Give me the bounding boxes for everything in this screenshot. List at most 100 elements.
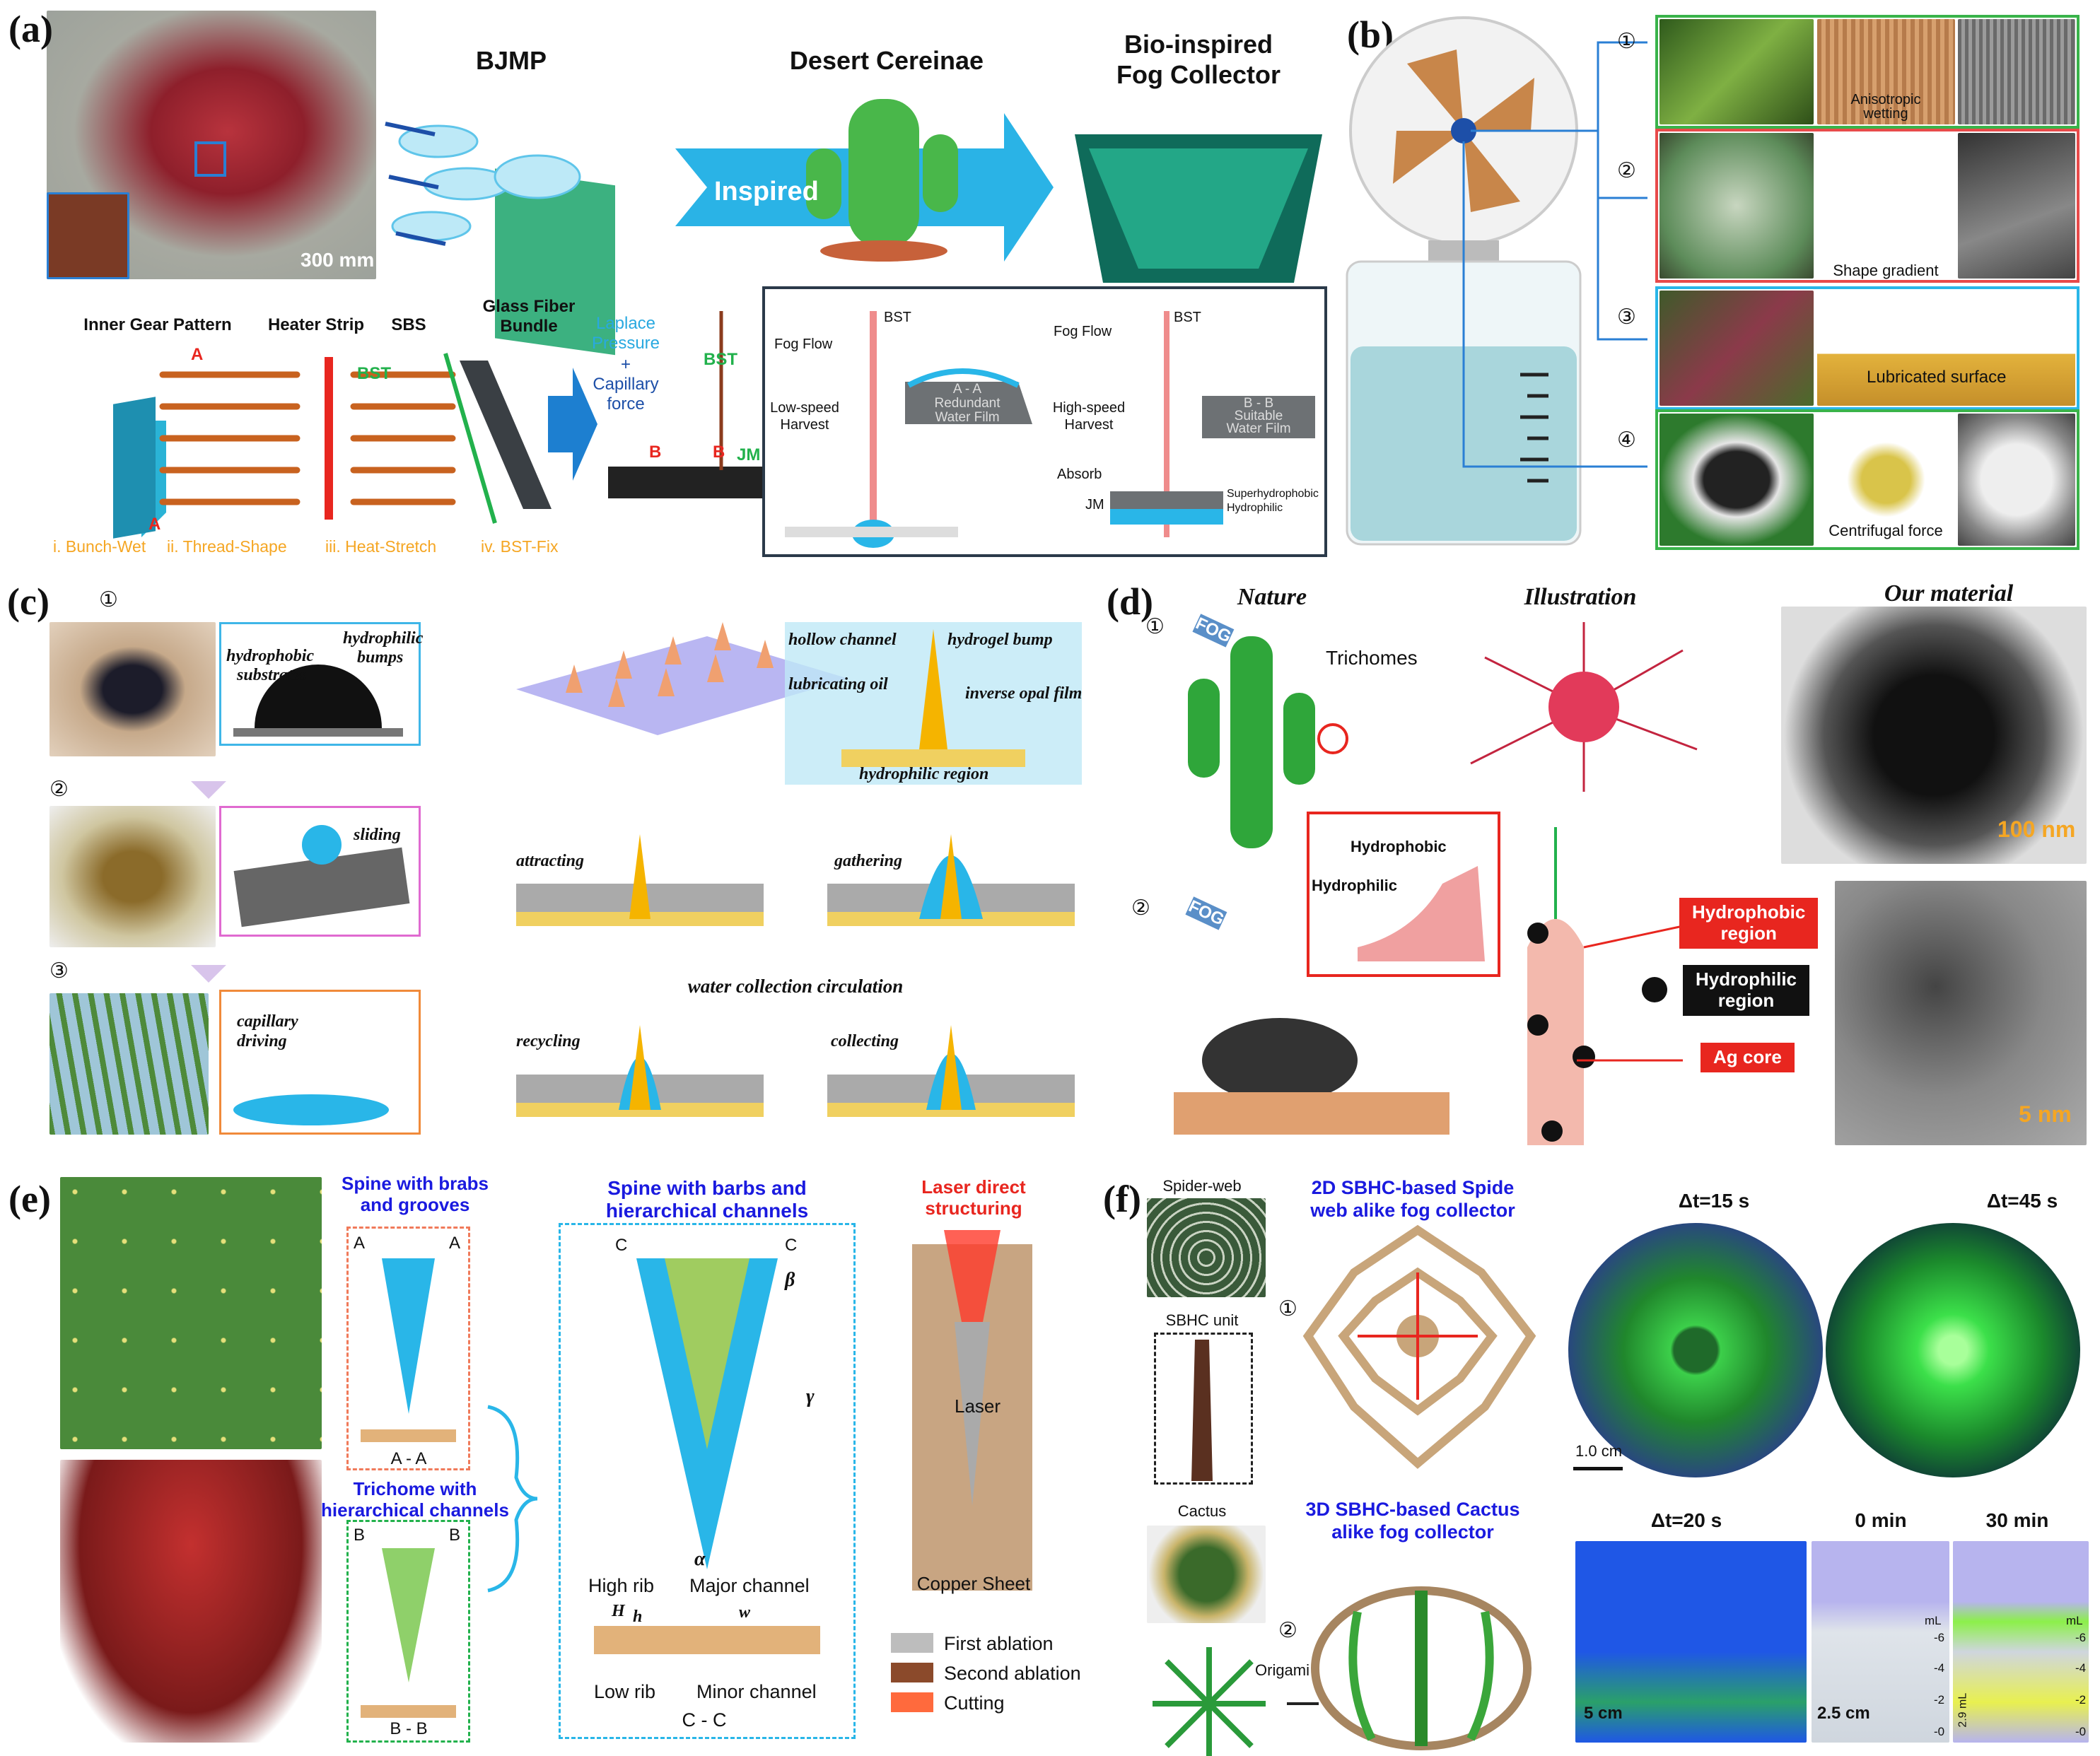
scale-2-5cm-label: 2.5 cm	[1817, 1704, 1870, 1723]
trichome-title-2: hierarchical channels	[321, 1499, 509, 1521]
tick-0: -0	[1934, 1725, 1945, 1738]
inspired-label: Inspired	[714, 177, 819, 206]
redundant-label-2: Water Film	[935, 410, 1000, 425]
legend-swatch	[891, 1692, 933, 1712]
tick-6: -6	[1934, 1631, 1945, 1644]
tag-line-1: Hydrophilic	[1696, 968, 1797, 990]
lubricated-surface-diagram	[1817, 291, 2075, 406]
tem-image-high	[1835, 881, 2087, 1145]
heater-strip-label: Heater Strip	[267, 315, 365, 334]
pitcher-photo	[49, 806, 216, 947]
spine-barbs-title-1: Spine with brabs	[341, 1173, 489, 1194]
grass-photo	[49, 993, 209, 1135]
spider-web-collector	[1302, 1224, 1536, 1469]
vial-0min-photo	[1812, 1541, 1949, 1743]
sliding-label: sliding	[354, 826, 401, 844]
aa-label: A - A	[952, 382, 982, 397]
ml-unit-0min: mL	[1925, 1614, 1942, 1627]
scale-5cm-label: 5 cm	[1584, 1704, 1623, 1723]
web-collector-45s-photo	[1826, 1223, 2080, 1477]
pitcher-inset-photo	[47, 192, 129, 279]
legend-cutting: Cutting	[944, 1692, 1005, 1714]
hierarchical-title-1: Spine with barbs and	[607, 1177, 807, 1199]
spider-web-label: Spider-web	[1162, 1177, 1242, 1195]
legend-swatch	[891, 1633, 933, 1653]
section-a-top: A	[191, 345, 204, 364]
gathering-label: gathering	[834, 852, 903, 870]
scale-5nm: 5 nm	[2019, 1101, 2072, 1127]
cactus-collector-20s-photo	[1575, 1541, 1807, 1743]
bst-high-label: BST	[1174, 310, 1201, 325]
tick-2: -2	[2075, 1693, 2087, 1707]
shape-gradient-label: Shape gradient	[1833, 262, 1939, 279]
tick-0: -0	[2075, 1725, 2087, 1738]
jm-label: JM	[737, 445, 761, 464]
H-label: H	[612, 1602, 625, 1620]
circled-2: ②	[49, 778, 69, 801]
cactus-collector-title-1: 3D SBHC-based Cactus	[1305, 1499, 1520, 1520]
high-speed-label-1: High-speed	[1052, 400, 1126, 416]
aa-label: A - A	[390, 1449, 427, 1468]
spine-detail-box	[346, 1227, 470, 1470]
bst-label-2: BST	[704, 350, 737, 369]
absorb-label: Absorb	[1057, 467, 1102, 482]
time-45s-label: Δt=45 s	[1986, 1190, 2058, 1212]
origami-label: Origami	[1255, 1661, 1310, 1679]
circled-1: ①	[1278, 1297, 1297, 1321]
circled-1: ①	[99, 588, 118, 611]
trichomes-label: Trichomes	[1326, 647, 1418, 669]
shape-gradient-diagram	[1817, 133, 1955, 279]
hierarchical-channel-box	[559, 1223, 856, 1739]
legend-swatch	[891, 1663, 933, 1682]
tag-line-2: region	[1720, 922, 1777, 944]
fog-flow-high: Fog Flow	[1054, 324, 1112, 339]
laser-title-1: Laser direct	[921, 1176, 1026, 1198]
scale-bar	[1573, 1467, 1623, 1470]
beta-label: β	[785, 1269, 795, 1291]
web-collector-15s-photo	[1568, 1223, 1823, 1477]
tag-line-1: Hydrophobic	[1692, 901, 1806, 923]
capillary-label-1: Capillary	[593, 375, 659, 394]
panel-label-f: (f)	[1103, 1178, 1141, 1220]
scale-100nm: 100 nm	[1997, 816, 2076, 842]
low-speed-label-2: Harvest	[780, 417, 829, 433]
vial-30min-photo	[1953, 1541, 2089, 1743]
attracting-label: attracting	[516, 852, 585, 870]
bb-label: B - B	[1243, 396, 1274, 411]
section-a-left: A	[354, 1234, 366, 1253]
redundant-label-1: Redundant	[934, 396, 1001, 411]
section-c-right: C	[785, 1236, 798, 1255]
lubricated-label: Lubricated surface	[1867, 368, 2007, 387]
w-label: w	[739, 1603, 751, 1622]
legend-first-ablation: First ablation	[944, 1633, 1054, 1654]
major-channel-label: Major channel	[689, 1575, 810, 1596]
section-b-right: B	[713, 443, 725, 462]
bjmp-title: BJMP	[475, 46, 547, 75]
hierarchical-title-2: hierarchical channels	[605, 1200, 809, 1222]
circled-2: ②	[1131, 896, 1150, 920]
suitable-label-1: Suitable	[1234, 409, 1283, 423]
cc-label: C - C	[682, 1709, 727, 1731]
pitcher-plant-photo	[60, 1460, 322, 1743]
panel-d-graphics	[1174, 622, 1698, 1145]
hydrophilic-region-label: hydrophilic region	[859, 765, 989, 783]
laser-label: Laser	[955, 1395, 1001, 1417]
hollow-channel-label: hollow channel	[788, 631, 897, 649]
gamma-label: γ	[806, 1386, 815, 1407]
time-20s-label: Δt=20 s	[1650, 1509, 1722, 1531]
section-b-left: B	[649, 443, 662, 462]
time-30min-label: 30 min	[1985, 1509, 2049, 1531]
sbhc-unit-box	[1154, 1333, 1253, 1485]
circled-3: ③	[1617, 305, 1636, 329]
tem-image-low	[1781, 607, 2087, 864]
spider-web-photo	[1147, 1198, 1266, 1297]
superhydrophobic-label: Superhydrophobic	[1227, 488, 1319, 500]
suitable-label-2: Water Film	[1226, 421, 1291, 436]
spine-barbs-title-2: and grooves	[360, 1194, 470, 1215]
copper-sheet-label: Copper Sheet	[916, 1573, 1031, 1594]
cactus-photo	[1147, 1526, 1266, 1623]
trichome-title-1: Trichome with	[353, 1478, 477, 1499]
bst-low-label: BST	[884, 310, 911, 325]
